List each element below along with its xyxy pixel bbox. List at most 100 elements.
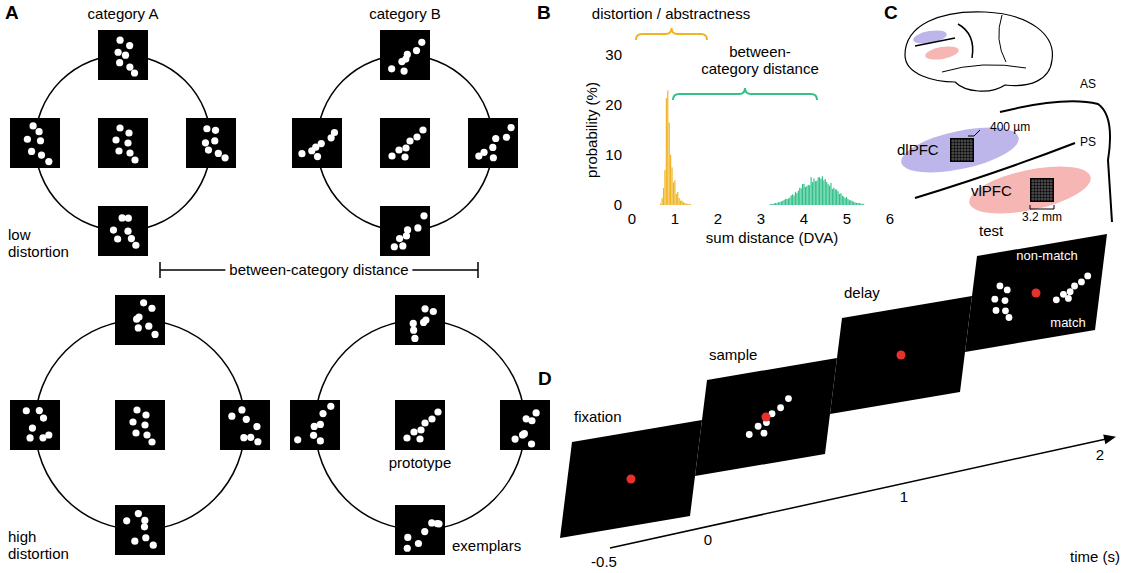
fixation-point: [1032, 289, 1041, 298]
square-ground: [115, 295, 165, 345]
axis-title: time (s): [1070, 548, 1120, 565]
stimulus-square: [500, 400, 550, 450]
stimulus-dot: [151, 331, 158, 338]
stimulus-dot: [1071, 283, 1078, 290]
histogram-bar: [778, 202, 779, 205]
panel-letter: C: [884, 2, 898, 24]
square-ground: [186, 118, 236, 168]
stimulus-dot: [36, 407, 43, 414]
stimulus-dot: [243, 416, 250, 423]
stimulus-dot: [1002, 297, 1009, 304]
distance-brace: [673, 88, 817, 100]
stimulus-dot: [413, 133, 420, 140]
category-circles: [35, 55, 525, 530]
stimulus-dot: [331, 129, 338, 136]
stimulus-dot: [396, 235, 403, 242]
histogram-bar: [840, 193, 841, 205]
histogram-bar: [776, 203, 777, 205]
stimulus-square: [380, 118, 430, 168]
stimulus-dot: [132, 242, 139, 249]
tick-label: 0: [628, 210, 636, 227]
tick-label: 10: [605, 146, 622, 163]
histogram-bar: [671, 167, 672, 205]
stimulus-dot: [533, 409, 540, 416]
time-arrow-head: [1103, 434, 1116, 444]
stimulus-dot: [410, 428, 417, 435]
histogram-bar: [784, 200, 785, 205]
stimulus-dot: [435, 520, 442, 527]
stimulus-dot: [991, 296, 998, 303]
histogram-bar: [810, 177, 811, 205]
stimulus-dot: [399, 242, 406, 249]
stimulus-dot: [116, 124, 123, 131]
fixation-point: [897, 351, 906, 360]
histogram-bar: [862, 204, 863, 205]
panel-letter: D: [538, 368, 552, 390]
array-grid: [1031, 199, 1053, 200]
sulcus-label: PS: [1080, 136, 1096, 150]
stimulus-dot: [212, 127, 219, 134]
stimulus-square: [10, 118, 60, 168]
square-ground: [10, 118, 60, 168]
stimulus-dot: [240, 434, 247, 441]
histogram-bar: [772, 204, 773, 205]
stimulus-dot: [202, 139, 209, 146]
histogram-bar: [806, 186, 807, 205]
node-label: sample: [709, 346, 757, 363]
stimulus-dot: [490, 154, 497, 161]
stimulus-dot: [419, 126, 426, 133]
stimulus-dot: [131, 538, 138, 545]
stimulus-dot: [23, 407, 30, 414]
array-grid: [951, 150, 973, 151]
histogram-bar: [843, 197, 844, 205]
histogram-bar: [852, 201, 853, 205]
histogram-bar: [676, 194, 677, 205]
tick-label: 6: [886, 210, 894, 227]
electrode-array: [950, 138, 974, 162]
stimulus-square: [98, 118, 148, 168]
stimulus-dot: [511, 435, 518, 442]
stimulus-squares: [10, 30, 550, 555]
stimulus-dot: [410, 327, 417, 334]
histogram-bar: [813, 178, 814, 205]
panel-letter: B: [537, 2, 551, 24]
stimulus-dot: [410, 320, 417, 327]
histogram-bar: [815, 181, 816, 205]
stimulus-dot: [114, 235, 121, 242]
array-grid: [1045, 179, 1046, 201]
histogram-bar: [786, 199, 787, 205]
histogram-bar: [779, 202, 780, 205]
stimulus-dot: [401, 153, 408, 160]
histogram-bar: [822, 176, 823, 205]
histogram-bar: [803, 184, 804, 205]
stimulus-dot: [110, 226, 117, 233]
stimulus-dot: [503, 134, 510, 141]
stimulus-dot: [142, 411, 149, 418]
histogram-bar: [664, 170, 665, 205]
stimulus-dot: [430, 308, 437, 315]
distortion-brace: [636, 28, 707, 40]
histogram-bar: [769, 204, 770, 206]
histogram-bar: [830, 183, 831, 205]
square-ground: [220, 400, 270, 450]
stimulus-dot: [785, 395, 792, 402]
stimulus-dot: [126, 63, 133, 70]
histogram-bar: [667, 90, 668, 205]
stimulus-dot: [116, 37, 123, 44]
stimulus-dot: [228, 413, 235, 420]
screen-frame: sample: [695, 334, 840, 476]
stimulus-dot: [327, 403, 334, 410]
histogram-bar: [793, 196, 794, 205]
stimulus-dot: [317, 437, 324, 444]
square-ground: [395, 505, 445, 555]
stimulus-dot: [421, 419, 428, 426]
fixation-point: [627, 475, 636, 484]
histogram-bar: [688, 204, 689, 205]
scale-label: 400 µm: [990, 121, 1030, 135]
histogram-bar: [666, 98, 667, 205]
stimulus-dot: [135, 313, 142, 320]
histogram-bar: [808, 185, 809, 205]
histogram-bar: [859, 203, 860, 205]
stimulus-square: [98, 206, 148, 256]
histogram-bar: [863, 204, 864, 206]
